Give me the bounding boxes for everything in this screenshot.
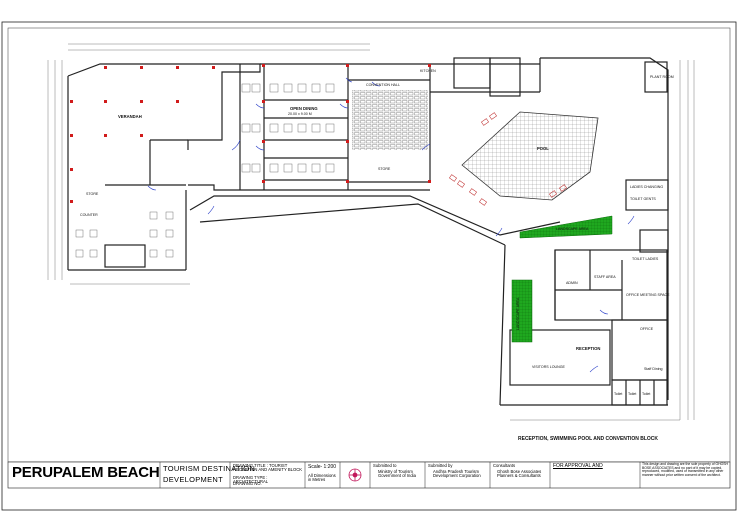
- label-office-meeting: OFFICE MEETING SPACE: [626, 293, 670, 297]
- project-title: PERUPALEM BEACH: [12, 464, 160, 481]
- label-counter: COUNTER: [80, 213, 98, 217]
- outer-border: [1, 21, 737, 511]
- dimensions-note: All Dimensions in Metres: [308, 473, 336, 483]
- label-plant-room: PLANT ROOM: [650, 75, 674, 79]
- landscape-strip: [511, 279, 533, 343]
- label-office: OFFICE: [640, 327, 654, 331]
- label-verandah: VERANDAH: [118, 114, 142, 119]
- dimension-lines: [47, 43, 695, 421]
- label-staff-dining: Staff Dining: [644, 367, 663, 371]
- label-reception: RECEPTION: [576, 346, 600, 351]
- label-toilet-1: Toilet: [614, 392, 622, 396]
- dining-tables: [75, 83, 335, 258]
- floor-plan-walls: [67, 57, 669, 406]
- label-store2: STORE: [86, 192, 99, 196]
- door-swings: [147, 77, 635, 373]
- pool-loungers: [449, 112, 567, 206]
- label-open-dining: OPEN DINING: [290, 106, 318, 111]
- label-toilet-gents: TOILET GENTS: [630, 197, 656, 201]
- disclaimer: This design and drawing are the sole pro…: [642, 462, 728, 477]
- label-staff-area: STAFF AREA: [594, 275, 616, 279]
- label-landscape-area: LANDSCAPE AREA: [556, 227, 589, 231]
- label-pool: POOL: [537, 146, 549, 151]
- label-toilet-3: Toilet: [642, 392, 650, 396]
- structural-columns: [70, 64, 431, 203]
- drawing-no: DRAWING NO.: [233, 481, 262, 486]
- label-ladies-changing: LADIES CHANGING: [630, 185, 663, 189]
- label-store: STORE: [378, 167, 391, 171]
- project-subtitle-1: TOURISM DESTINATION: [163, 464, 256, 473]
- label-toilet-ladies: TOILET LADIES: [632, 257, 659, 261]
- approval-stamp: FOR APPROVAL AND: [553, 463, 603, 469]
- drawing-title: DRAWING TITLE : TOURIST RECEPTION AND AM…: [233, 463, 303, 473]
- label-convention: CONVENTION HALL: [366, 83, 400, 87]
- label-open-dining-dim: 20.00 x 9.00 M: [288, 112, 312, 116]
- seal-logo: [348, 468, 362, 482]
- label-admin: ADMIN: [566, 281, 578, 285]
- client-label: Submitted to: [373, 463, 397, 468]
- block-title: RECEPTION, SWIMMING POOL AND CONVENTION …: [518, 436, 658, 442]
- client-name: Ministry of Tourism Government of India: [378, 469, 416, 479]
- consultant-label: Consultants: [493, 463, 516, 468]
- convention-seating: [352, 90, 428, 150]
- label-visitors-lounge: VISITORS LOUNGE: [532, 365, 565, 369]
- submitted-by-label: Submitted by: [428, 463, 453, 468]
- swimming-pool: [461, 111, 599, 201]
- project-subtitle-2: DEVELOPMENT: [163, 475, 223, 484]
- label-landscape-strip: LANDSCAPE AREA: [516, 297, 520, 330]
- landscape-area: [519, 215, 613, 239]
- drawing-type: DRAWING TYPE : ARCHITECTURAL: [233, 475, 269, 485]
- label-toilet-2: Toilet: [628, 392, 636, 396]
- submitted-by: Andhra Pradesh Tourism Development Corpo…: [433, 469, 481, 479]
- title-block: [7, 461, 731, 489]
- label-kitchen: KITCHEN: [420, 69, 436, 73]
- consultant: Ghosh Bose Associates Planners & Consult…: [497, 469, 542, 479]
- scale-label: Scale- 1:200: [308, 464, 337, 470]
